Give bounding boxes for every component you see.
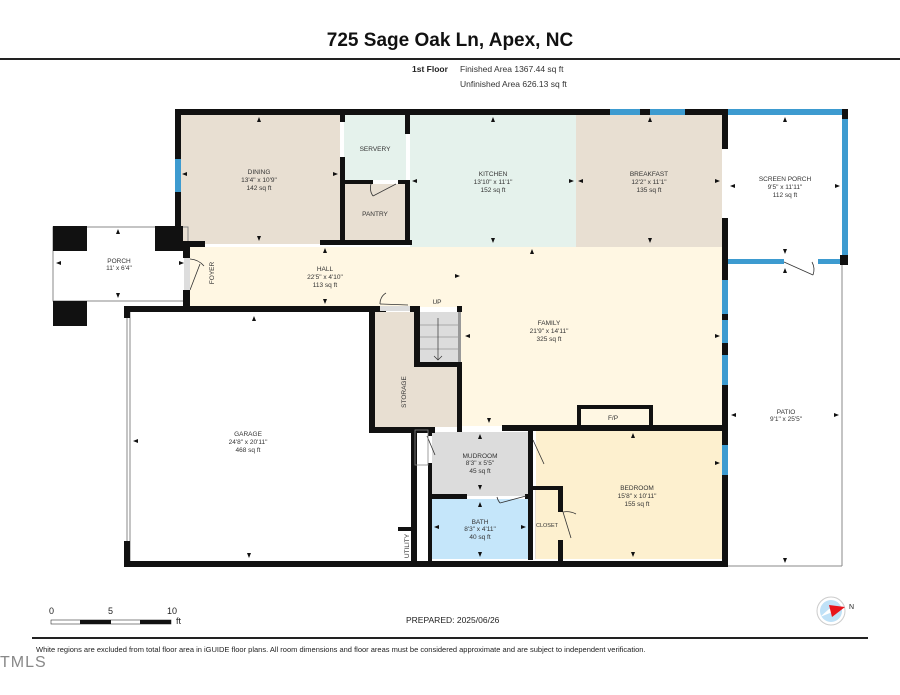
- garage-name: GARAGE: [234, 431, 262, 438]
- pantry-name: PANTRY: [362, 211, 388, 218]
- dimension-arrows: [56, 117, 840, 563]
- breakfast-area: 135 sq ft: [637, 187, 662, 194]
- scale-label-5: 5: [108, 606, 114, 616]
- floor-label: 1st Floor: [412, 64, 448, 74]
- scale-unit: ft: [176, 616, 182, 626]
- disclaimer: White regions are excluded from total fl…: [36, 645, 646, 654]
- dining-dims: 13'4" x 10'9": [241, 177, 277, 184]
- bedroom-name: BEDROOM: [620, 485, 654, 492]
- kitchen-fill: [410, 114, 576, 247]
- scale-label-0: 0: [49, 606, 55, 616]
- bath-dims: 8'3" x 4'11": [464, 526, 496, 533]
- page-title: 725 Sage Oak Ln, Apex, NC: [326, 30, 574, 51]
- patio-dims: 9'1" x 25'5": [770, 416, 803, 423]
- foyer-name: FOYER: [209, 262, 216, 285]
- mudroom-name: MUDROOM: [462, 453, 497, 460]
- family-area: 325 sq ft: [537, 336, 562, 343]
- windows: [175, 109, 848, 475]
- pantry-fill: [344, 184, 406, 240]
- hall-dims: 22'5" x 4'10": [307, 274, 343, 281]
- porch-dims: 11' x 6'4": [106, 265, 132, 272]
- hall-name: HALL: [317, 266, 334, 273]
- garage-dims: 24'8" x 20'11": [229, 439, 268, 446]
- scale-bar: [50, 619, 172, 625]
- porch-name: PORCH: [107, 258, 131, 265]
- utility-name: UTILITY: [404, 533, 411, 558]
- storage-name: STORAGE: [401, 376, 408, 408]
- prepared-date: PREPARED: 2025/06/26: [406, 615, 500, 625]
- servery-name: SERVERY: [360, 146, 391, 153]
- stairs: [418, 318, 458, 361]
- kitchen-dims: 13'10" x 11'1": [474, 179, 513, 186]
- mudroom-dims: 8'3" x 5'5": [466, 460, 495, 467]
- dining-name: DINING: [248, 169, 271, 176]
- breakfast-name: BREAKFAST: [630, 171, 668, 178]
- screen-porch-area: 112 sq ft: [773, 192, 798, 199]
- compass-icon: [816, 596, 846, 626]
- stairs-fill: [420, 312, 460, 364]
- closet-name: CLOSET: [536, 523, 559, 529]
- dining-area: 142 sq ft: [247, 185, 272, 192]
- storage-fill: [375, 312, 415, 427]
- bedroom-fill: [536, 430, 722, 559]
- family-dims: 21'9" x 14'11": [530, 328, 569, 335]
- mudroom-area: 45 sq ft: [469, 468, 491, 475]
- breakfast-dims: 12'2" x 11'1": [631, 179, 667, 186]
- patio-name: PATIO: [777, 409, 796, 416]
- dining-fill: [180, 114, 340, 244]
- footer-divider: [32, 637, 868, 639]
- finished-area: Finished Area 1367.44 sq ft: [460, 64, 564, 74]
- stair-rail: [458, 312, 461, 364]
- bath-fill: [432, 499, 530, 559]
- garage-area: 468 sq ft: [236, 447, 261, 454]
- walls: [124, 109, 848, 567]
- storage-fill-2: [415, 366, 460, 427]
- up-label: UP: [432, 299, 441, 306]
- bath-name: BATH: [472, 519, 489, 526]
- screen-porch-name: SCREEN PORCH: [759, 176, 812, 183]
- kitchen-name: KITCHEN: [479, 171, 508, 178]
- family-name: FAMILY: [538, 320, 561, 327]
- compass-north-label: N: [849, 604, 854, 611]
- bath-area: 40 sq ft: [469, 534, 491, 541]
- watermark: TMLS: [0, 654, 47, 671]
- bedroom-area: 155 sq ft: [625, 501, 650, 508]
- unfinished-area: Unfinished Area 626.13 sq ft: [460, 79, 567, 89]
- bedroom-dims: 15'8" x 10'11": [618, 493, 657, 500]
- fireplace-label: F/P: [608, 415, 618, 422]
- scale-label-10: 10: [167, 606, 178, 616]
- hall-area: 113 sq ft: [313, 282, 338, 289]
- header-divider: [0, 58, 900, 60]
- kitchen-area: 152 sq ft: [481, 187, 506, 194]
- screen-porch-dims: 9'5" x 11'11": [768, 184, 803, 191]
- breakfast-fill: [576, 114, 722, 247]
- servery-fill: [344, 114, 406, 180]
